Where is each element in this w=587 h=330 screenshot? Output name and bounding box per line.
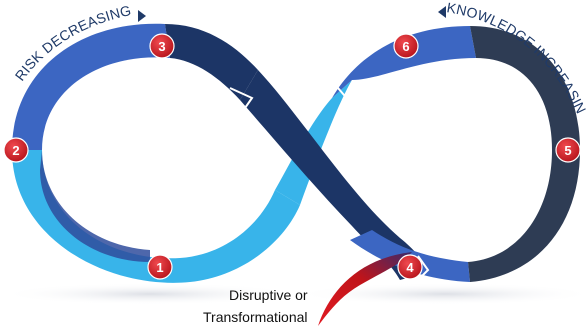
right-ground-shadow bbox=[295, 283, 587, 305]
chevron-marker-left bbox=[229, 87, 254, 109]
chevron-marker-bottom bbox=[415, 255, 430, 283]
loop-segment-light-blue bbox=[12, 150, 300, 283]
loop-segment-left-lower-dark bbox=[40, 150, 150, 262]
step-badge-6: 6 bbox=[393, 33, 419, 59]
step-number-4: 4 bbox=[406, 260, 414, 275]
step-badge-3: 3 bbox=[149, 33, 175, 59]
right-triangle-icon bbox=[138, 10, 146, 22]
step-badge-1: 1 bbox=[147, 254, 173, 280]
left-triangle-icon bbox=[438, 6, 446, 18]
step-badge-4: 4 bbox=[397, 254, 423, 280]
step-number-5: 5 bbox=[564, 143, 571, 158]
loop-segment-right-outer bbox=[468, 26, 580, 282]
step-number-6: 6 bbox=[402, 39, 409, 54]
step-number-3: 3 bbox=[158, 39, 165, 54]
chevron-marker-right bbox=[337, 87, 367, 104]
callout-line-1: Disruptive or bbox=[229, 287, 308, 303]
callout-line-2: Transformational bbox=[203, 309, 308, 325]
left-ground-shadow bbox=[0, 283, 300, 305]
loop-segment-top-left bbox=[165, 24, 258, 100]
step-badge-2: 2 bbox=[3, 137, 29, 163]
step-number-2: 2 bbox=[12, 143, 19, 158]
loop-segment-top-right bbox=[332, 26, 476, 98]
loop-segment-dark-cross bbox=[240, 70, 428, 280]
step-badge-5: 5 bbox=[555, 137, 581, 163]
loop-segment-left-upper bbox=[12, 23, 170, 150]
step-number-1: 1 bbox=[156, 260, 163, 275]
